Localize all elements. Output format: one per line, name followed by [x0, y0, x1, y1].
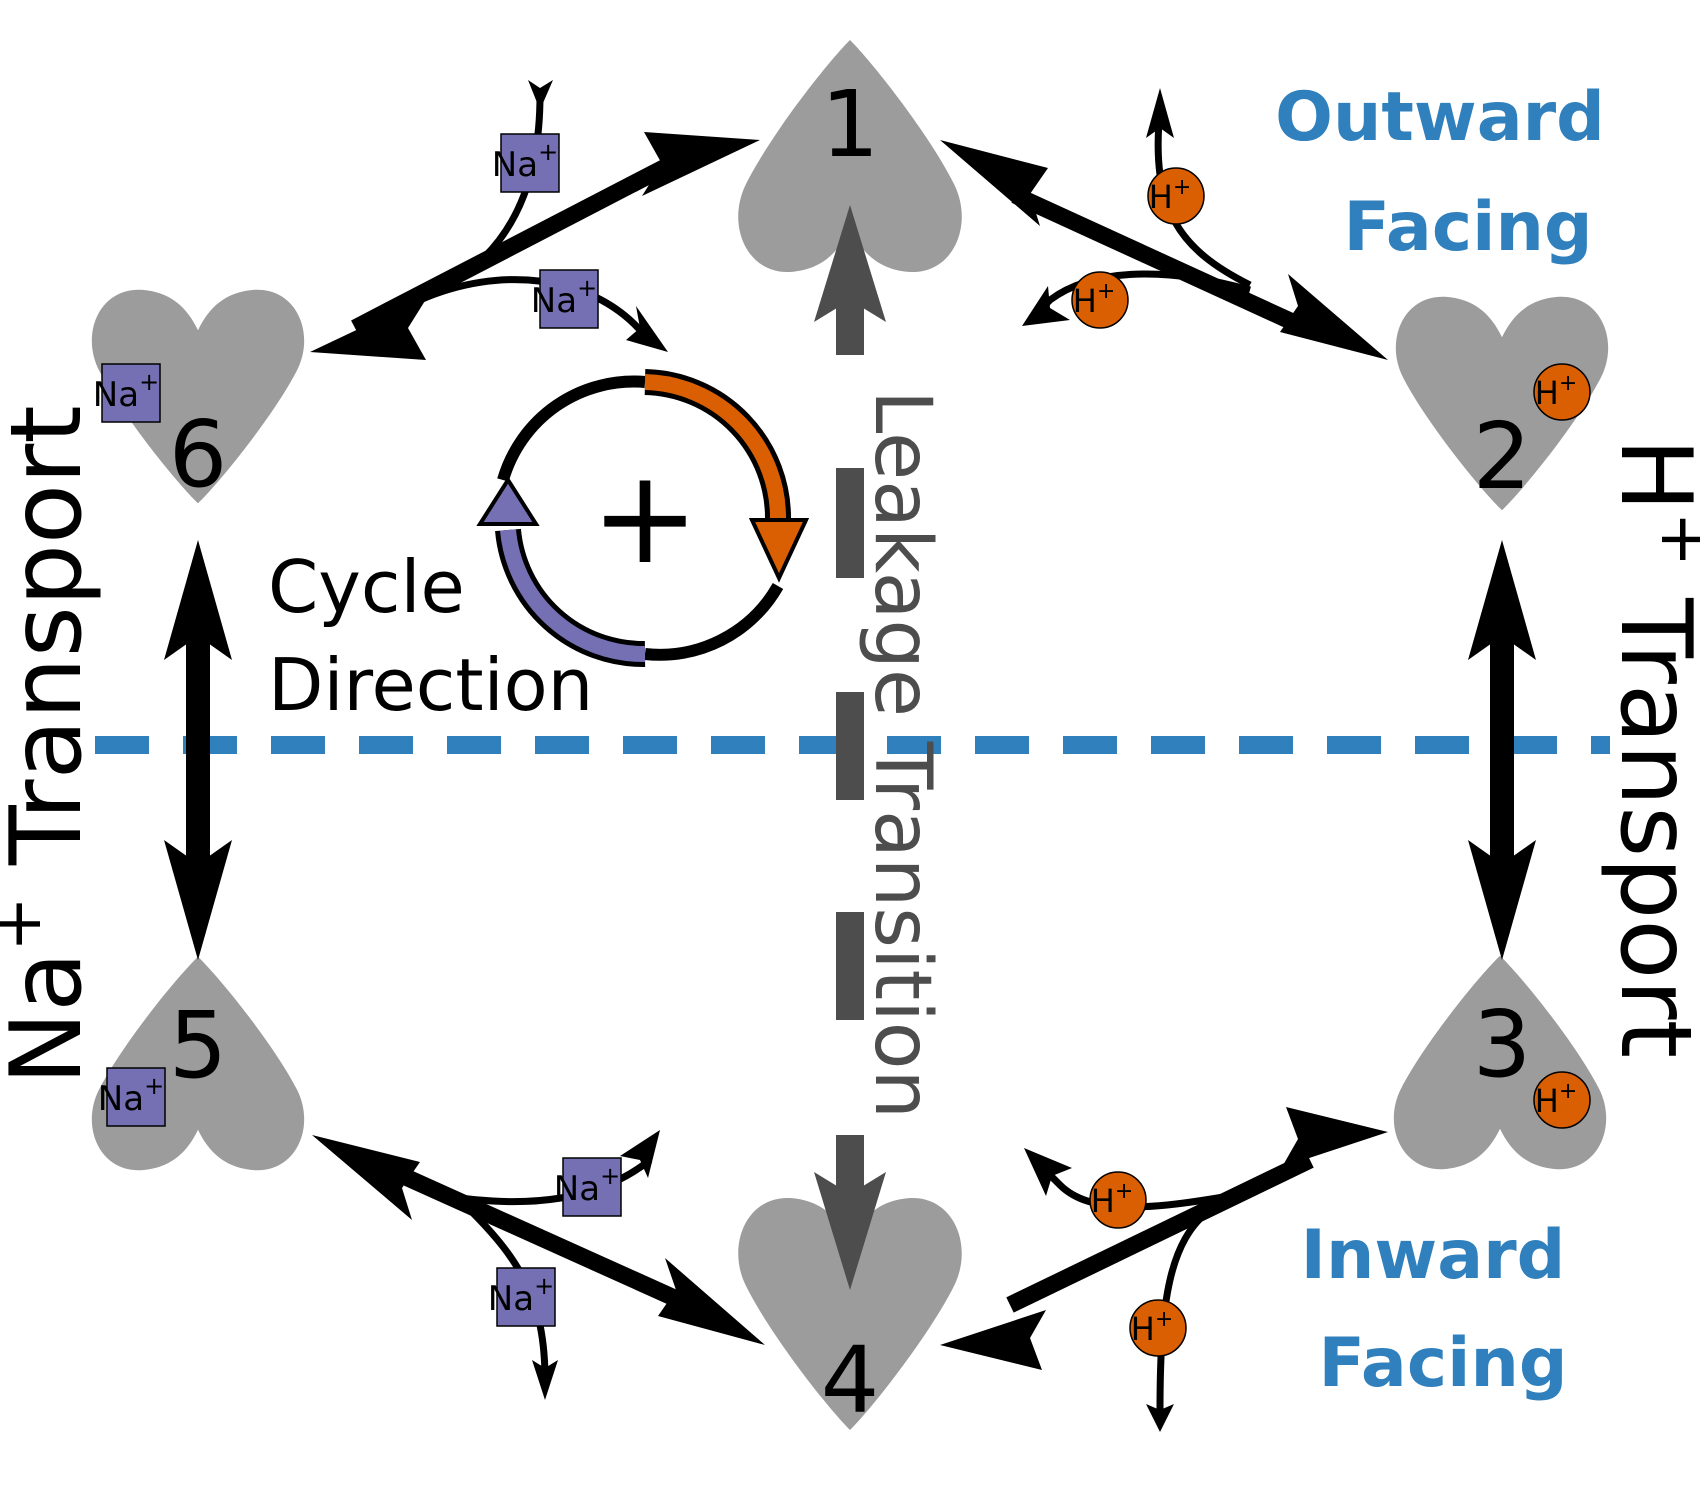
na-charge: +: [144, 1072, 164, 1100]
h-release-curve-bottom: [1146, 1207, 1213, 1432]
h-transport-label: H+ Transport: [1598, 438, 1700, 1058]
h-symbol: H: [1131, 1310, 1155, 1348]
na-ion-badge-bottom-left: Na+: [488, 1267, 556, 1327]
leakage-transition-label: Leakage Transition: [857, 390, 947, 1119]
state-4: 4: [738, 1197, 962, 1434]
outward-facing-line1: Outward: [1275, 78, 1605, 157]
svg-text:Na+: Na+: [488, 1272, 554, 1319]
na-ion-badge-state-6: Na+: [93, 363, 161, 423]
svg-text:H+: H+: [1091, 1179, 1134, 1220]
cycle-direction-line2: Direction: [268, 643, 593, 727]
svg-text:Na+: Na+: [554, 1162, 620, 1209]
transition-arrow-2-3: [1468, 540, 1536, 960]
na-symbol: Na: [554, 1169, 600, 1209]
na-binding-curve-bottom: [439, 1130, 660, 1206]
h-symbol: H: [1535, 374, 1559, 412]
h-binding-curve-bottom: [1024, 1148, 1236, 1211]
na-transport-symbol: Na: [0, 952, 104, 1085]
state-5: 5: [91, 956, 305, 1171]
na-charge: +: [139, 368, 159, 396]
na-ion-badge-state-5: Na+: [98, 1067, 166, 1127]
state-4-label: 4: [821, 1327, 880, 1434]
transition-arrow-5-4: [312, 1135, 765, 1345]
na-charge: +: [577, 274, 597, 302]
na-symbol: Na: [531, 281, 577, 321]
h-ion-badge-center-top: H+: [1071, 271, 1129, 329]
transition-arrow-6-5: [164, 540, 232, 960]
svg-text:H+: H+: [1131, 1307, 1174, 1348]
cycle-sign: +: [591, 441, 700, 593]
h-charge: +: [1115, 1179, 1133, 1204]
na-charge: +: [534, 1272, 554, 1300]
na-symbol: Na: [93, 375, 139, 415]
h-ion-badge-top: H+: [1147, 167, 1205, 225]
na-binding-curve-top: [467, 80, 553, 273]
na-charge: +: [538, 138, 558, 166]
transition-arrow-3-4: [940, 1107, 1388, 1370]
na-ion-badge-top: Na+: [492, 133, 560, 193]
state-3: 3: [1393, 955, 1607, 1170]
state-1: 1: [738, 40, 962, 273]
h-symbol: H: [1091, 1182, 1115, 1220]
na-symbol: Na: [492, 145, 538, 185]
na-transport-label: Na+ Transport: [0, 405, 104, 1085]
h-symbol: H: [1149, 178, 1173, 216]
transition-arrow-1-6: [310, 132, 760, 360]
h-symbol: H: [1535, 1082, 1559, 1120]
cycle-direction-indicator: +: [476, 369, 810, 668]
state-6: 6: [91, 289, 305, 508]
svg-text:Na+: Na+: [98, 1072, 164, 1119]
state-5-label: 5: [169, 992, 228, 1099]
h-ion-badge-bottom-left: H+: [1089, 1171, 1147, 1229]
transition-arrow-1-2: [940, 140, 1388, 360]
h-transport-symbol: H: [1598, 438, 1700, 512]
state-2: 2: [1395, 296, 1609, 511]
h-charge: +: [1173, 175, 1191, 200]
leakage-arrow: [814, 205, 886, 1290]
cycle-direction-line1: Cycle: [268, 545, 465, 629]
h-charge: +: [1155, 1307, 1173, 1332]
na-symbol: Na: [488, 1279, 534, 1319]
h-charge: +: [1559, 371, 1577, 396]
inward-facing-line2: Facing: [1318, 1324, 1567, 1403]
h-binding-curve-top: [1022, 270, 1251, 326]
svg-text:H+: H+: [1149, 175, 1192, 216]
h-ion-badge-state-2: H+: [1533, 363, 1591, 421]
outward-facing-label: Outward Facing: [1275, 78, 1605, 267]
cycle-direction-label: Cycle Direction: [268, 545, 593, 727]
outward-facing-line2: Facing: [1343, 188, 1592, 267]
na-ion-badge-bottom-right: Na+: [554, 1157, 622, 1217]
h-transport-charge: +: [1646, 512, 1700, 567]
state-3-label: 3: [1473, 991, 1532, 1098]
inward-facing-label: Inward Facing: [1301, 1216, 1568, 1403]
h-charge: +: [1559, 1079, 1577, 1104]
na-ion-badge-center-top: Na+: [531, 269, 599, 329]
svg-text:Na+: Na+: [531, 274, 597, 321]
na-charge: +: [600, 1162, 620, 1190]
h-symbol: H: [1073, 282, 1097, 320]
h-ion-badge-bottom: H+: [1129, 1299, 1187, 1357]
svg-text:H+: H+: [1535, 371, 1578, 412]
svg-text:Na+: Na+: [93, 368, 159, 415]
na-transport-charge: +: [0, 896, 56, 951]
svg-text:Na+: Na+: [492, 138, 558, 185]
na-symbol: Na: [98, 1079, 144, 1119]
state-2-label: 2: [1473, 403, 1532, 510]
inward-facing-line1: Inward: [1301, 1216, 1566, 1295]
state-6-label: 6: [169, 401, 228, 508]
h-charge: +: [1097, 279, 1115, 304]
svg-text:H+: H+: [1073, 279, 1116, 320]
h-ion-badge-state-3: H+: [1533, 1071, 1591, 1129]
state-1-label: 1: [821, 71, 880, 178]
na-transport-word: Transport: [0, 405, 104, 896]
h-transport-word: Transport: [1598, 567, 1700, 1058]
svg-text:H+: H+: [1535, 1079, 1578, 1120]
